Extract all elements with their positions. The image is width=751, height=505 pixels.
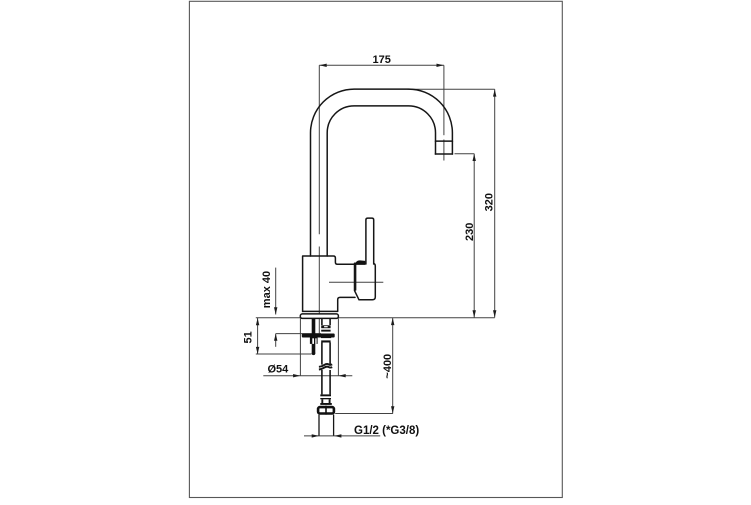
- svg-text:Ø54: Ø54: [268, 363, 290, 375]
- svg-text:175: 175: [373, 54, 391, 66]
- svg-text:max 40: max 40: [261, 271, 273, 308]
- svg-text:51: 51: [243, 331, 255, 343]
- svg-text:~400: ~400: [382, 354, 394, 379]
- svg-text:G1/2 (*G3/8): G1/2 (*G3/8): [354, 425, 419, 437]
- svg-text:320: 320: [484, 193, 496, 211]
- svg-text:230: 230: [464, 223, 476, 241]
